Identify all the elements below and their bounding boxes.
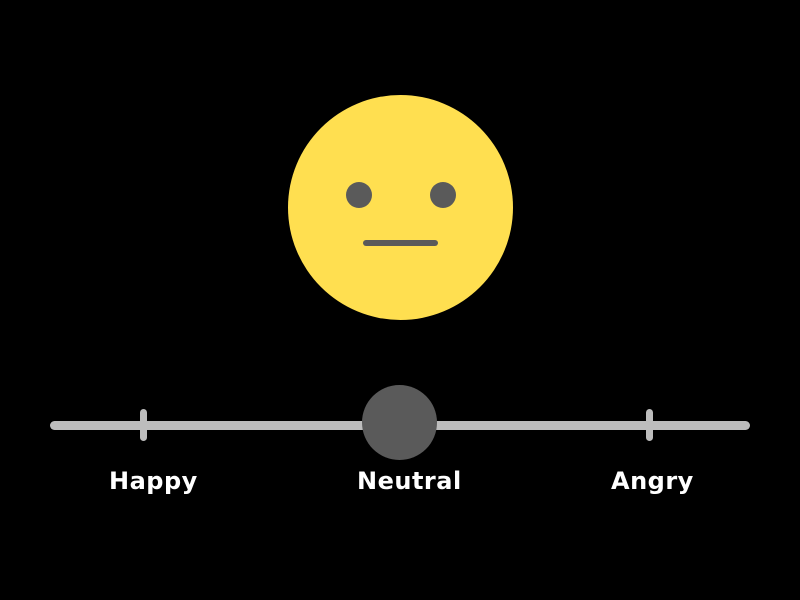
label-neutral: Neutral <box>357 467 462 495</box>
neutral-face-icon <box>288 95 513 320</box>
slider-thumb[interactable] <box>362 385 437 460</box>
label-angry: Angry <box>611 467 694 495</box>
slider-tick-angry <box>646 409 653 441</box>
label-happy: Happy <box>109 467 198 495</box>
right-eye <box>430 182 456 208</box>
left-eye <box>346 182 372 208</box>
slider-tick-happy <box>140 409 147 441</box>
mouth <box>363 240 438 246</box>
